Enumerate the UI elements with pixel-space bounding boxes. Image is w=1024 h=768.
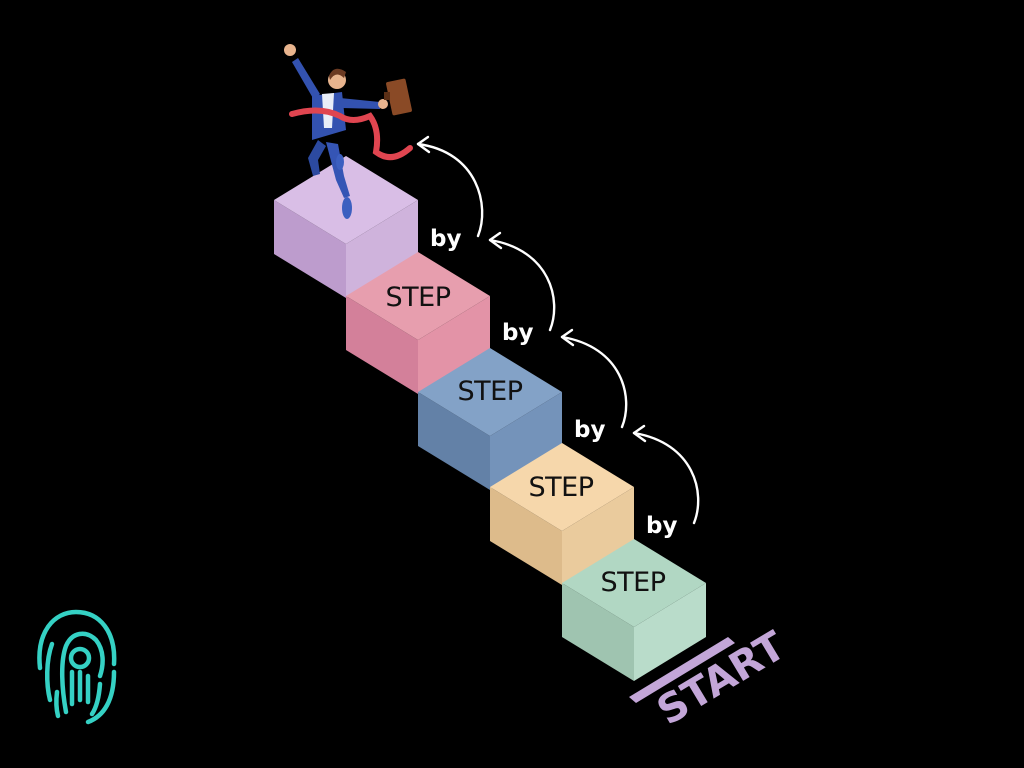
curved-arrow-1: [632, 431, 700, 525]
businessman-illustration: [284, 44, 413, 219]
step-block-3-top-face: [418, 348, 562, 436]
step-block-2: STEP: [490, 443, 634, 585]
connector-4: by: [416, 135, 484, 252]
step-label-4: STEP: [386, 282, 451, 313]
summit-block-right-face: [346, 200, 418, 298]
connector-3: by: [488, 231, 556, 346]
step-block-4-right-face: [418, 296, 490, 394]
arrowhead-4: [416, 135, 431, 154]
back-leg: [308, 140, 326, 176]
arrowhead-1: [632, 424, 647, 443]
fingerprint-logo-icon: [37, 609, 117, 725]
connector-1: by: [632, 424, 700, 539]
hair: [329, 68, 346, 80]
by-label-2: by: [574, 417, 605, 443]
extended-hand: [378, 99, 388, 109]
step-label-1: STEP: [601, 567, 666, 598]
by-label-4: by: [430, 226, 461, 252]
front-leg: [326, 142, 350, 198]
raised-arm: [292, 58, 320, 100]
summit-block-left-face: [274, 200, 346, 298]
start-line: [629, 637, 735, 703]
arrowhead-2: [560, 328, 575, 347]
connector-2: by: [560, 328, 628, 443]
step-block-1-left-face: [562, 583, 634, 681]
step-block-3-right-face: [490, 392, 562, 490]
briefcase-handle: [384, 92, 390, 100]
step-block-1-top-face: [562, 539, 706, 627]
step-block-1: STEP: [562, 539, 706, 681]
step-block-4-left-face: [346, 296, 418, 394]
step-block-3: STEP: [418, 348, 562, 490]
curved-arrow-2: [560, 335, 628, 429]
step-block-2-top-face: [490, 443, 634, 531]
back-shoe: [336, 154, 344, 170]
by-label-3: by: [502, 320, 533, 346]
extended-arm: [340, 98, 380, 109]
step-block-2-left-face: [490, 487, 562, 585]
by-label-1: by: [646, 513, 677, 539]
front-shoe: [342, 197, 352, 219]
step-block-4-top-face: [346, 252, 490, 340]
step-block-3-left-face: [418, 392, 490, 490]
curved-arrow-3: [488, 238, 556, 332]
arrowhead-3: [488, 231, 503, 250]
finish-ribbon: [289, 107, 413, 161]
step-label-3: STEP: [458, 376, 523, 407]
step-block-4: STEP: [346, 252, 490, 394]
step-block-2-right-face: [562, 487, 634, 585]
raised-hand: [284, 44, 296, 56]
step-block-1-right-face: [634, 583, 706, 681]
step-label-2: STEP: [529, 472, 594, 503]
curved-arrow-4: [416, 142, 484, 238]
briefcase: [386, 78, 412, 116]
